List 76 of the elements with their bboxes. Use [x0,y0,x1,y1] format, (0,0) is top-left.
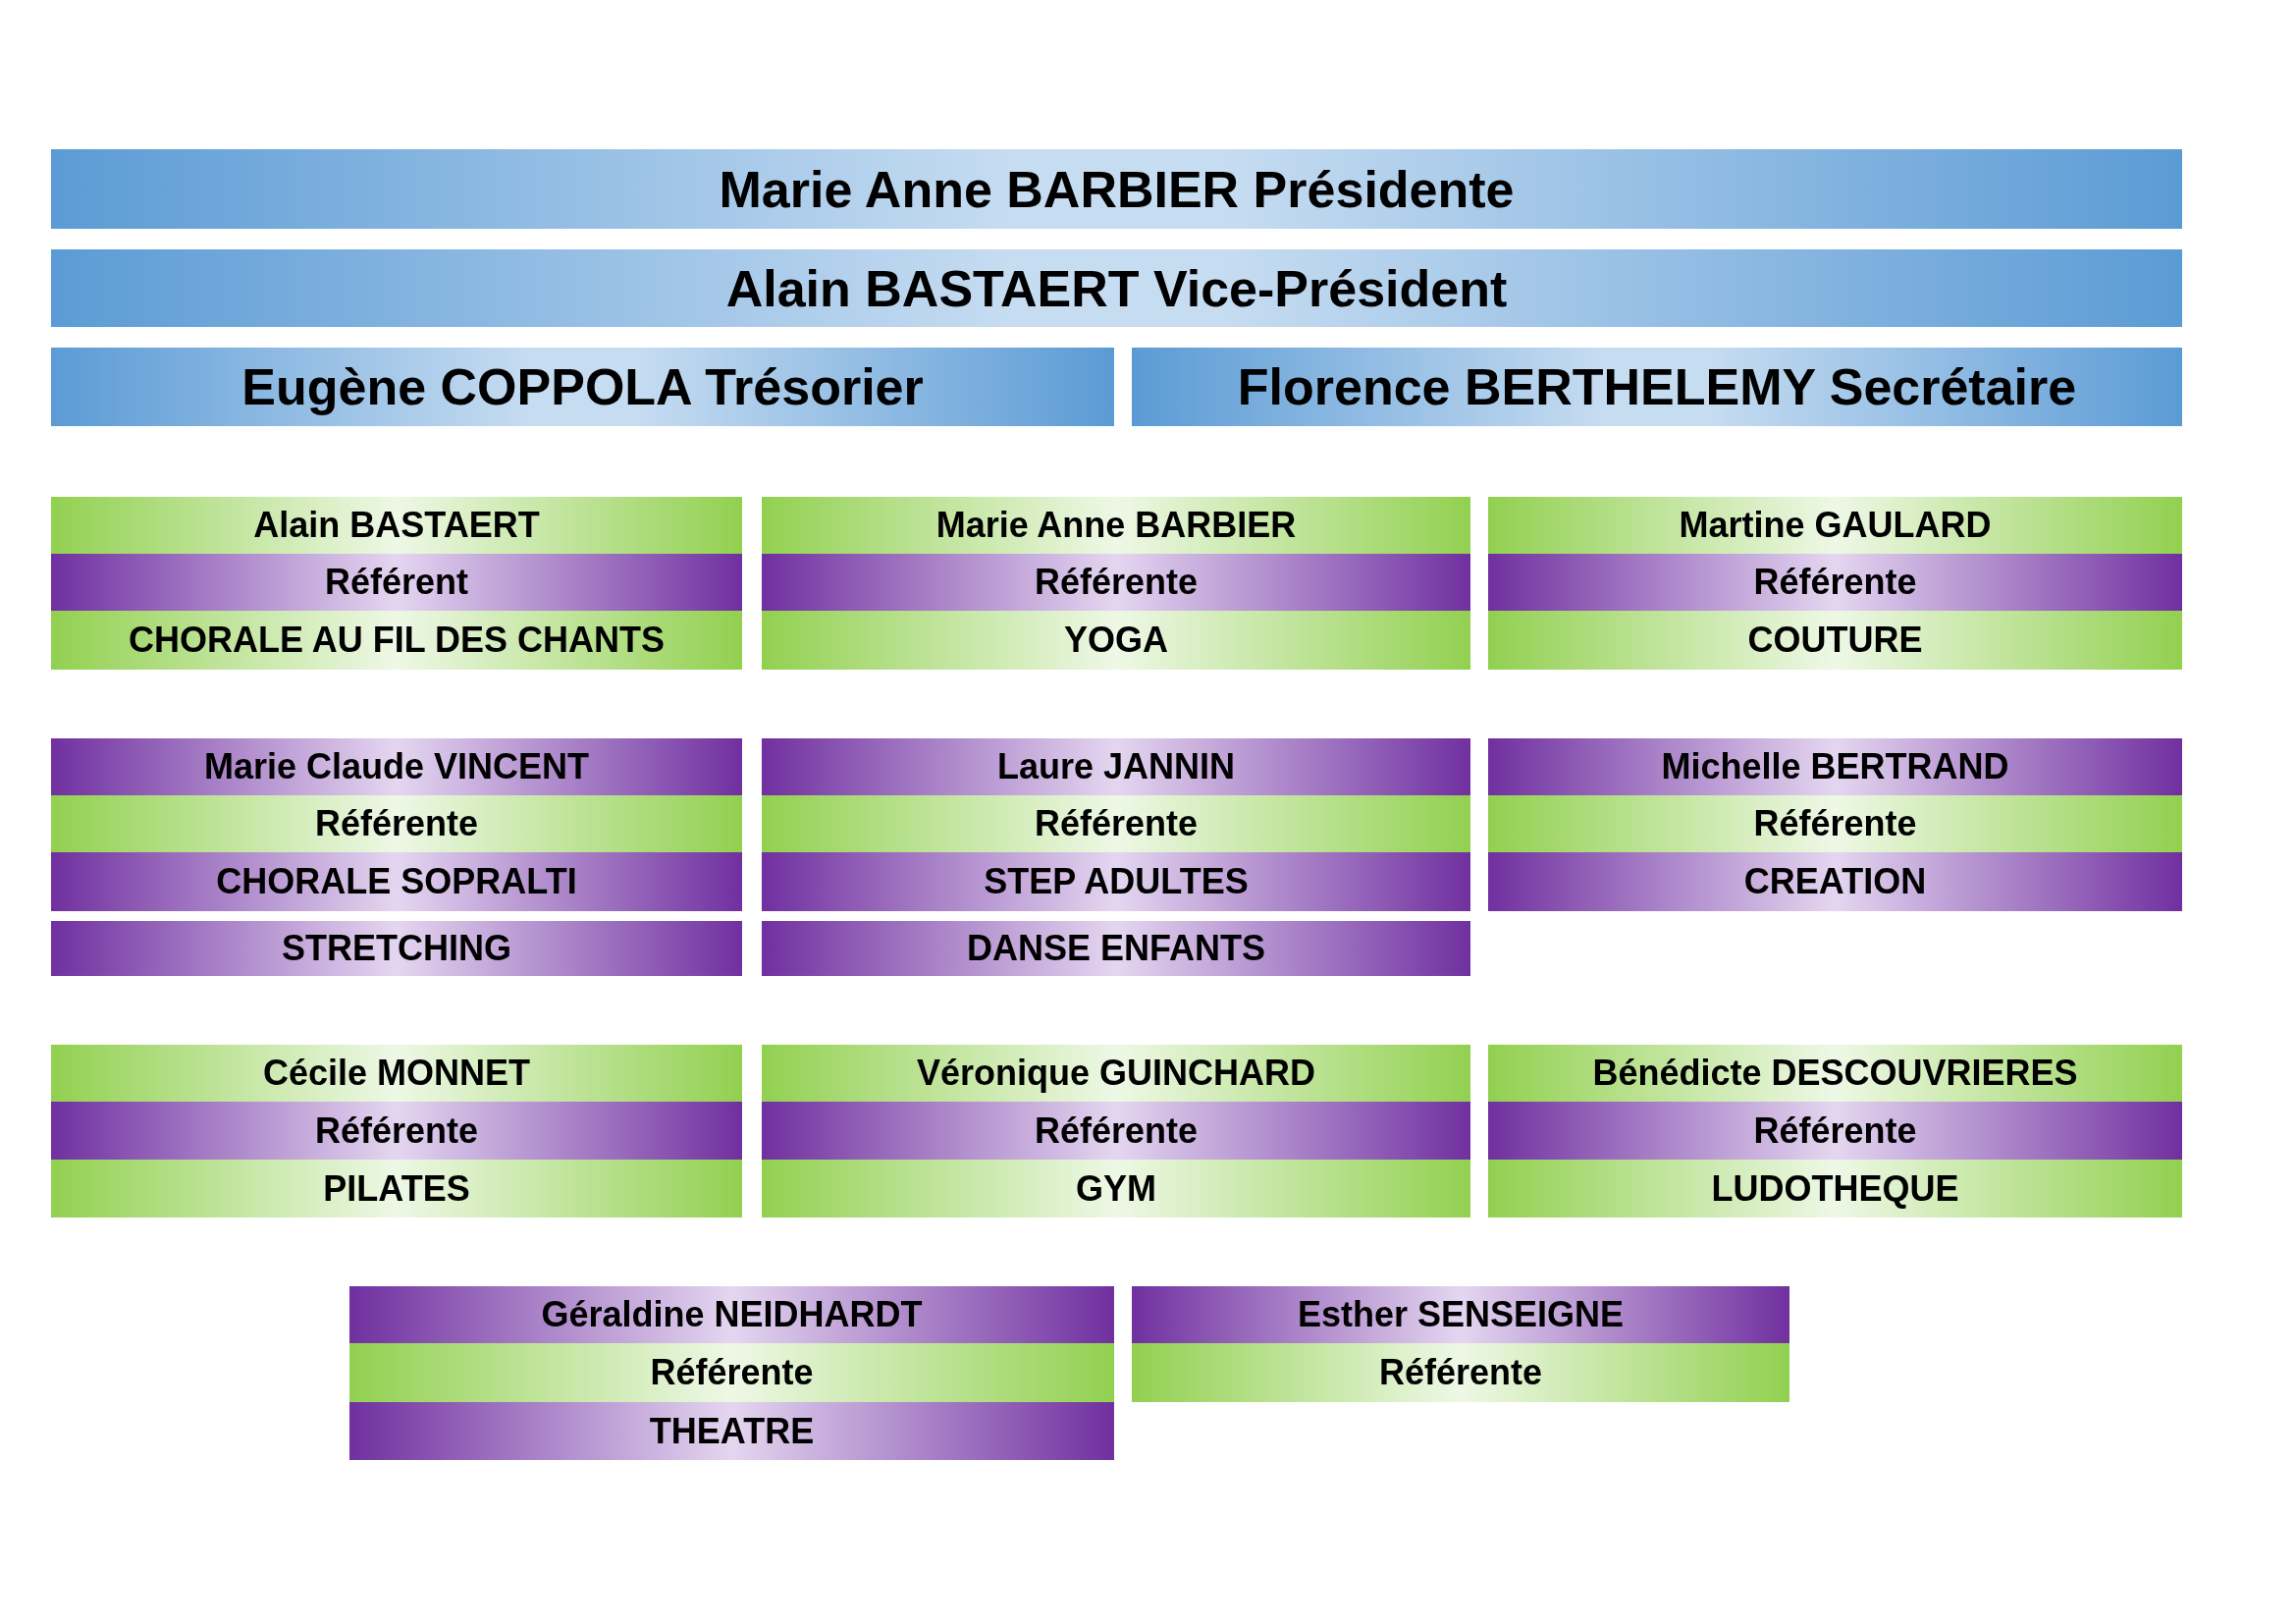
activity-bar [51,497,742,554]
activity-bar [51,1160,742,1218]
activity-bar [1488,1102,2182,1160]
bar-label: Référente [1034,1110,1199,1152]
bar-label: Référente [1753,803,1917,844]
activity-bar [51,1045,742,1102]
officer-name: Eugène COPPOLA Trésorier [241,357,924,416]
bar-label: Véronique GUINCHARD [917,1053,1315,1094]
bar-label: Marie Claude VINCENT [203,746,590,787]
officer-name: Florence BERTHELEMY Secrétaire [1237,357,2077,416]
activity-bar [51,921,742,976]
activity-bar [762,795,1470,852]
activity-bar [51,611,742,670]
bar-label: YOGA [1064,620,1168,661]
activity-bar [51,738,742,795]
activity-bar [762,921,1470,976]
bar-label: Cécile MONNET [262,1053,531,1094]
bar-label: CREATION [1743,861,1927,902]
bar-label: Référente [314,803,479,844]
bar-label: THEATRE [649,1410,815,1452]
activity-bar [349,1286,1114,1343]
bar-label: LUDOTHEQUE [1711,1167,1959,1210]
activity-bar [1488,852,2182,911]
bar-label: Référente [1034,562,1199,603]
bar-label: Référente [314,1110,479,1152]
bar-label: Bénédicte DESCOUVRIERES [1592,1053,2078,1094]
activity-bar [349,1343,1114,1402]
activity-bar [51,795,742,852]
activity-bar [1488,738,2182,795]
bar-label: Référente [1378,1352,1543,1393]
activity-bar [762,1160,1470,1218]
bar-label: COUTURE [1747,620,1923,661]
bar-label: Laure JANNIN [996,746,1236,787]
activity-bar [1132,1286,1789,1343]
bar-label: Michelle BERTRAND [1661,746,2009,787]
activity-bar [51,554,742,611]
activity-bar [762,554,1470,611]
bar-label: Esther SENSEIGNE [1297,1294,1625,1335]
bar-label: Référente [1753,1110,1917,1152]
bar-label: Référente [1753,562,1917,603]
activity-bar [762,852,1470,911]
officer-name: Marie Anne BARBIER Présidente [719,159,1515,219]
bar-label: Alain BASTAERT [253,505,540,546]
activity-bar [1132,1343,1789,1402]
bar-label: CHORALE AU FIL DES CHANTS [129,620,665,661]
activity-bar [762,738,1470,795]
officer-name: Alain BASTAERT Vice-Président [725,258,1508,318]
activity-bar [1488,611,2182,670]
activity-bar [1488,554,2182,611]
bar-label: Géraldine NEIDHARDT [541,1294,923,1335]
bar-label: Référent [324,562,468,603]
bar-label: Référente [650,1352,814,1393]
activity-bar [51,852,742,911]
activity-bar [1488,1160,2182,1218]
officer-bar [51,249,2182,327]
bar-label: CHORALE SOPRALTI [216,861,577,902]
activity-bar [349,1402,1114,1460]
activity-bar [762,497,1470,554]
activity-bar [762,1045,1470,1102]
bar-label: PILATES [323,1167,470,1210]
bar-label: STRETCHING [282,928,511,969]
bar-label: GYM [1076,1167,1156,1210]
bar-label: Référente [1034,803,1199,844]
activity-bar [762,611,1470,670]
bar-label: DANSE ENFANTS [967,928,1265,969]
activity-bar [1488,795,2182,852]
activity-bar [1488,1045,2182,1102]
officer-bar [51,149,2182,229]
bar-label: Marie Anne BARBIER [935,505,1297,546]
officer-bar [51,348,1114,426]
activity-bar [762,1102,1470,1160]
officer-bar [1132,348,2182,426]
activity-bar [1488,497,2182,554]
activity-bar [51,1102,742,1160]
bar-label: Martine GAULARD [1679,505,1992,546]
bar-label: STEP ADULTES [984,861,1249,902]
